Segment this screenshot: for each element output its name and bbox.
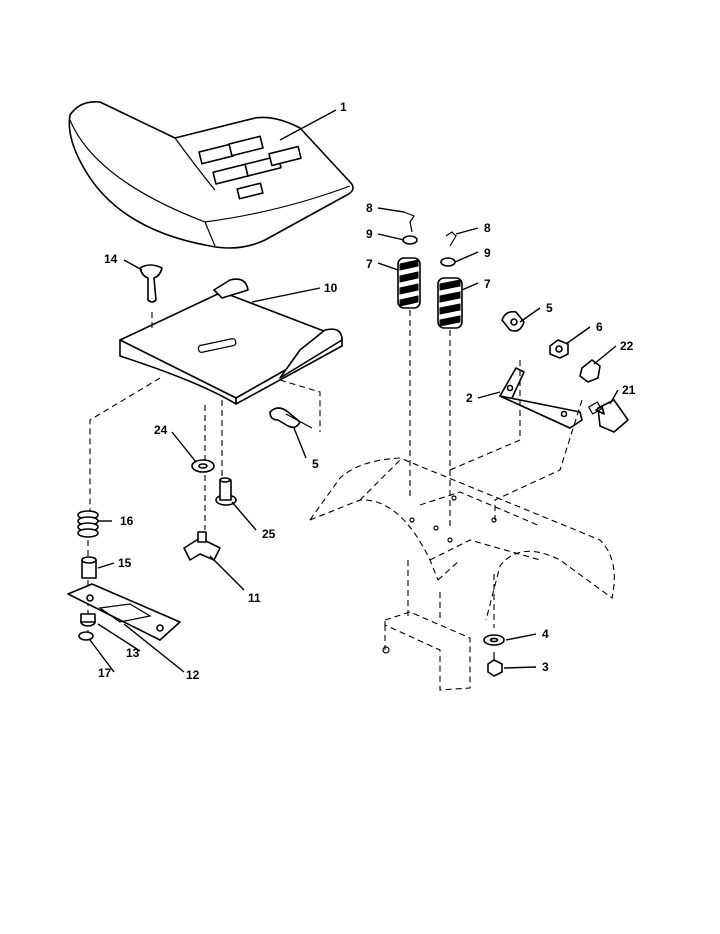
washer [191,459,215,473]
spring-right [437,277,463,329]
clip-left [269,407,313,429]
shoulder-bolt [215,477,237,506]
fender-outline [309,457,615,691]
callout-12: 12 [186,668,200,682]
callout-15: 15 [118,556,132,570]
nut-13 [80,613,96,627]
callout-7-right: 7 [484,277,491,291]
bolt-3 [487,652,503,677]
callout-8-right: 8 [484,221,491,235]
callout-14: 14 [104,252,118,266]
callout-labels: 1 14 10 24 5 16 15 25 11 13 12 17 8 9 7 … [98,100,636,682]
spring-small [77,510,99,538]
callout-25: 25 [262,527,276,541]
callout-10: 10 [324,281,338,295]
callout-11: 11 [248,591,261,605]
callout-5-left: 5 [312,457,319,471]
knob [139,264,163,303]
callout-4: 4 [542,627,549,641]
callout-24: 24 [154,423,168,437]
spacer [81,556,97,579]
adjustment-knob [183,531,221,561]
seat-bracket [499,367,583,429]
slide-bracket [67,583,181,641]
clip-right [501,310,525,332]
nut-22 [579,359,601,383]
callout-7-left: 7 [366,257,373,271]
callout-17: 17 [98,666,112,680]
callout-21: 21 [622,383,636,397]
callout-6: 6 [596,320,603,334]
nut-6 [549,339,569,359]
callout-9-left: 9 [366,227,373,241]
leader-lines [89,109,619,673]
callout-8-left: 8 [366,201,373,215]
spring-left [397,257,421,309]
washer-9-left [402,235,418,245]
callout-22: 22 [620,339,634,353]
callout-2: 2 [466,391,473,405]
callout-13: 13 [126,646,140,660]
callout-3: 3 [542,660,549,674]
washer-17 [78,631,94,641]
callout-9-right: 9 [484,246,491,260]
seat-pan [119,278,343,405]
bolt-8-left [403,211,415,233]
callout-1: 1 [340,100,347,114]
callout-16: 16 [120,514,134,528]
switch [587,399,629,433]
washer-9-right [440,257,456,267]
washer-4 [483,634,505,646]
callout-5-right: 5 [546,301,553,315]
bolt-8-right [445,231,457,247]
